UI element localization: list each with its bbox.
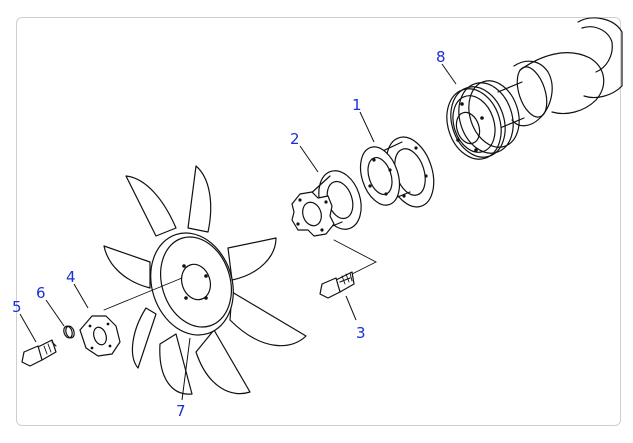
callout-8: 8: [436, 48, 446, 66]
leader-6: [45, 299, 65, 327]
leader-2: [299, 145, 319, 173]
part-4-plate: [79, 315, 121, 357]
callout-labels: 1 2 3 4 5 6 7 8: [12, 48, 446, 420]
callout-3: 3: [356, 324, 366, 342]
part-6-lock-washer: [63, 325, 75, 339]
callout-2: 2: [290, 130, 300, 148]
part-3-bolt: [319, 239, 377, 299]
leader-1: [359, 111, 375, 143]
part-2-fan-boss: [291, 170, 362, 237]
callout-5: 5: [12, 298, 22, 316]
callout-1: 1: [352, 96, 362, 114]
part-5-bolt: [21, 339, 57, 367]
part-7-fan: [103, 165, 307, 395]
leader-4: [73, 283, 89, 309]
diagram-frame: [16, 17, 621, 426]
leader-7: [181, 337, 191, 401]
leader-8: [441, 63, 457, 85]
callout-leaders: [19, 63, 457, 401]
part-8-crank-pulley: [446, 17, 623, 160]
callout-7: 7: [176, 402, 186, 420]
callout-4: 4: [66, 268, 76, 286]
leader-3: [345, 295, 357, 321]
part-1-spacer: [359, 136, 435, 208]
leader-5: [19, 313, 37, 343]
callout-6: 6: [36, 284, 46, 302]
